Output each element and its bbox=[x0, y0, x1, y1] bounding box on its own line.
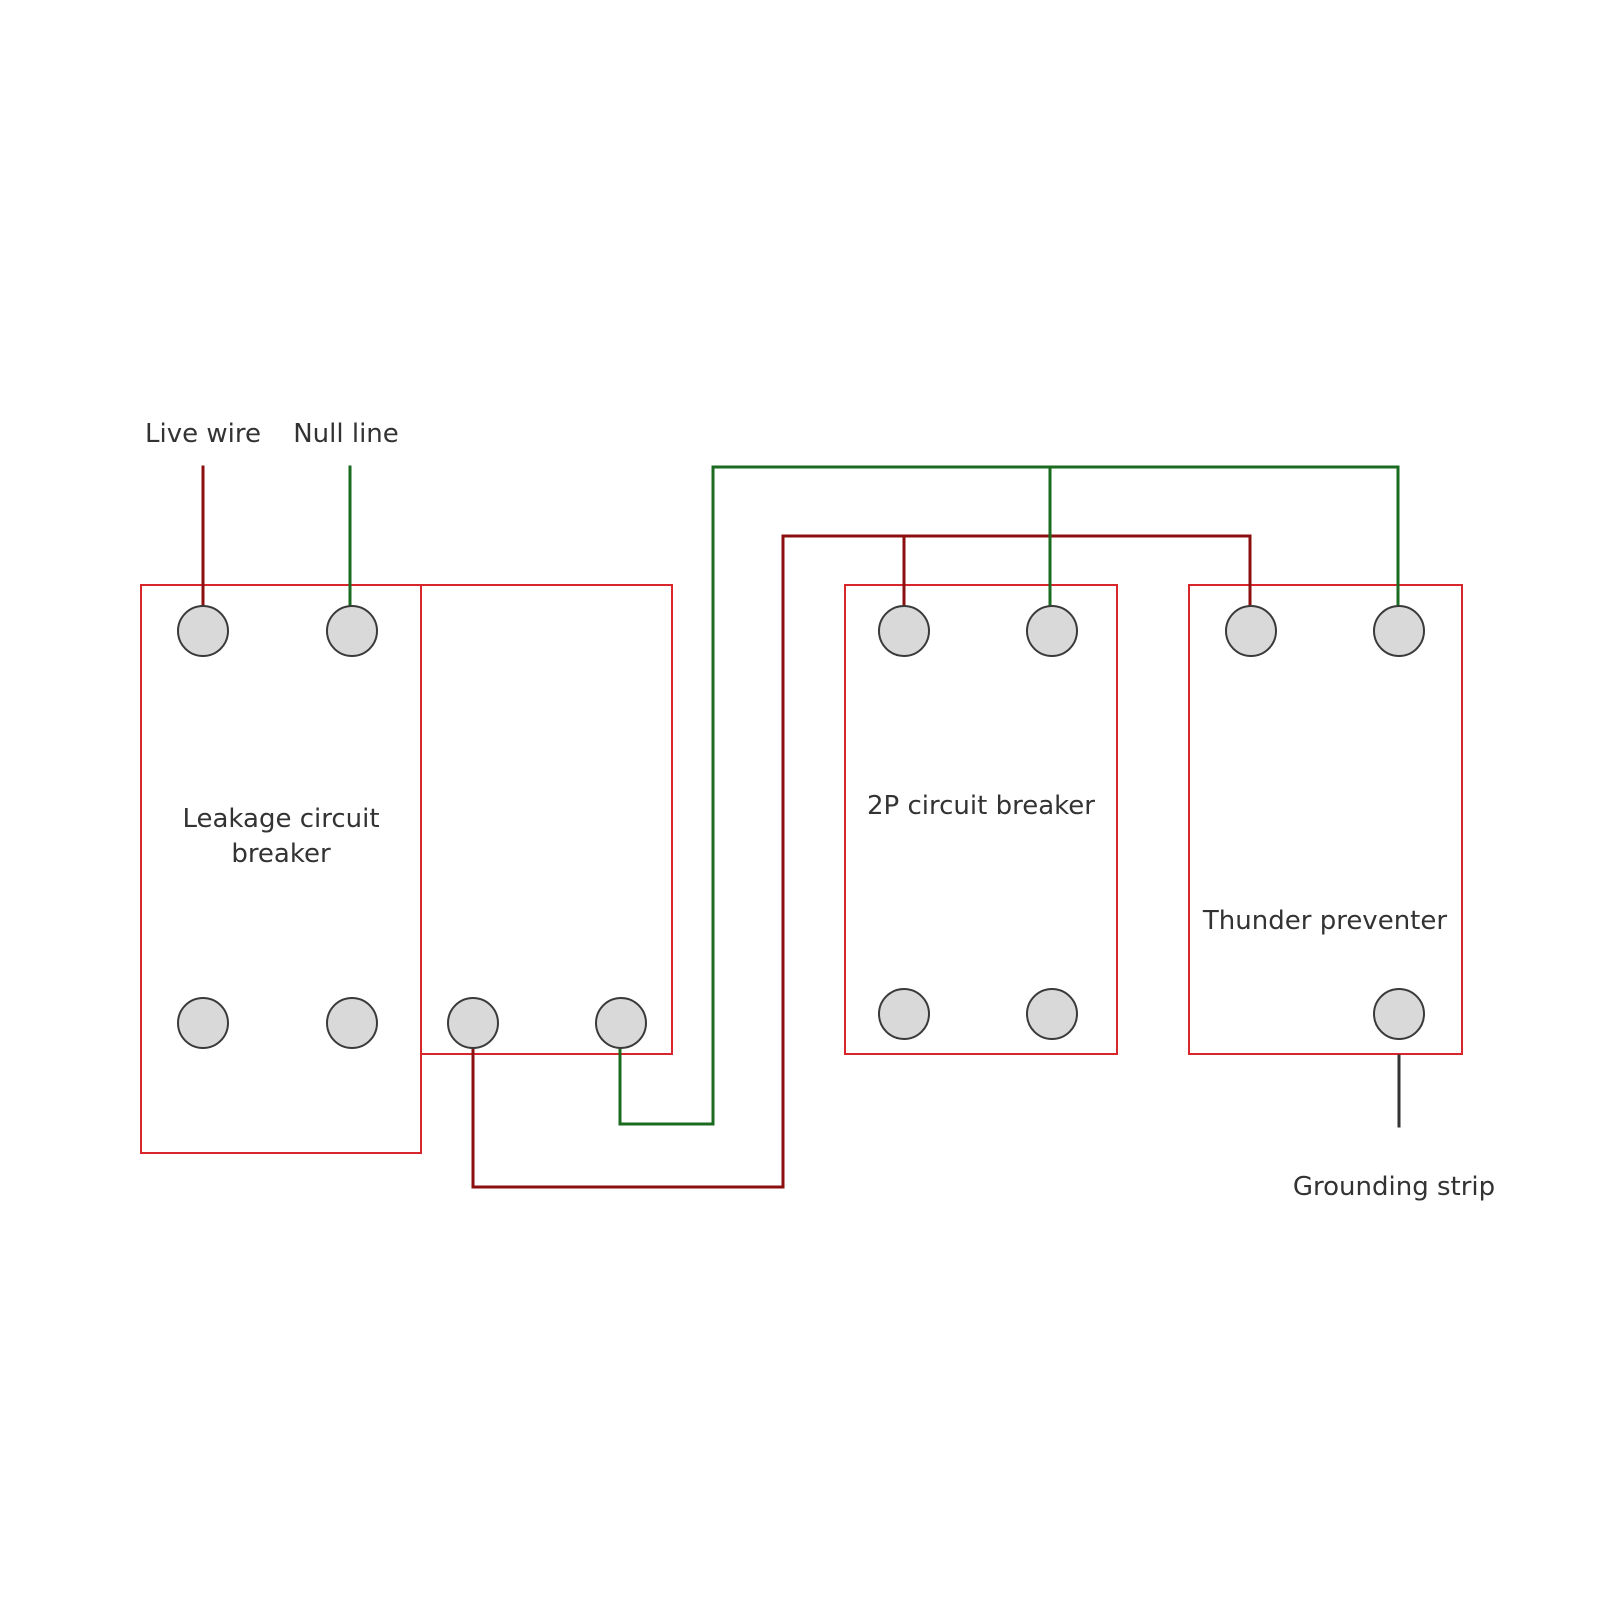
leakage-circuit-breaker bbox=[140, 584, 673, 1154]
thunder-preventer-label: Thunder preventer bbox=[1202, 906, 1447, 936]
leakage-breaker-left-body bbox=[140, 584, 422, 1154]
null-line-label: Null line bbox=[293, 419, 399, 449]
thunder-preventer-ground-terminal bbox=[1373, 988, 1425, 1040]
leakage-input-neutral-terminal bbox=[326, 605, 378, 657]
breaker-2p-output-right-terminal bbox=[1026, 988, 1078, 1040]
breaker-2p-box bbox=[844, 584, 1118, 1055]
thunder-preventer-neutral-terminal bbox=[1373, 605, 1425, 657]
leakage-breaker-label-line1: Leakage circuit bbox=[182, 804, 379, 834]
breaker-2p-input-neutral-terminal bbox=[1026, 605, 1078, 657]
leakage-breaker-right-body bbox=[420, 584, 673, 1055]
terminals bbox=[177, 605, 1425, 1049]
leakage-output-neutral-terminal bbox=[595, 997, 647, 1049]
live-wire-label: Live wire bbox=[145, 419, 261, 449]
grounding-strip-label: Grounding strip bbox=[1293, 1172, 1495, 1202]
live-output-wire bbox=[471, 534, 1252, 1189]
thunder-preventer-box bbox=[1188, 584, 1463, 1055]
leakage-breaker-label-line2: breaker bbox=[231, 839, 331, 869]
leakage-output-live-terminal bbox=[447, 997, 499, 1049]
neutral-output-wire bbox=[618, 465, 1400, 1126]
breaker-2p-input-live-terminal bbox=[878, 605, 930, 657]
breaker-2p-label: 2P circuit breaker bbox=[867, 791, 1095, 821]
leakage-lower-right-terminal bbox=[326, 997, 378, 1049]
leakage-input-live-terminal bbox=[177, 605, 229, 657]
leakage-lower-left-terminal bbox=[177, 997, 229, 1049]
thunder-preventer-live-terminal bbox=[1225, 605, 1277, 657]
breaker-2p-output-left-terminal bbox=[878, 988, 930, 1040]
